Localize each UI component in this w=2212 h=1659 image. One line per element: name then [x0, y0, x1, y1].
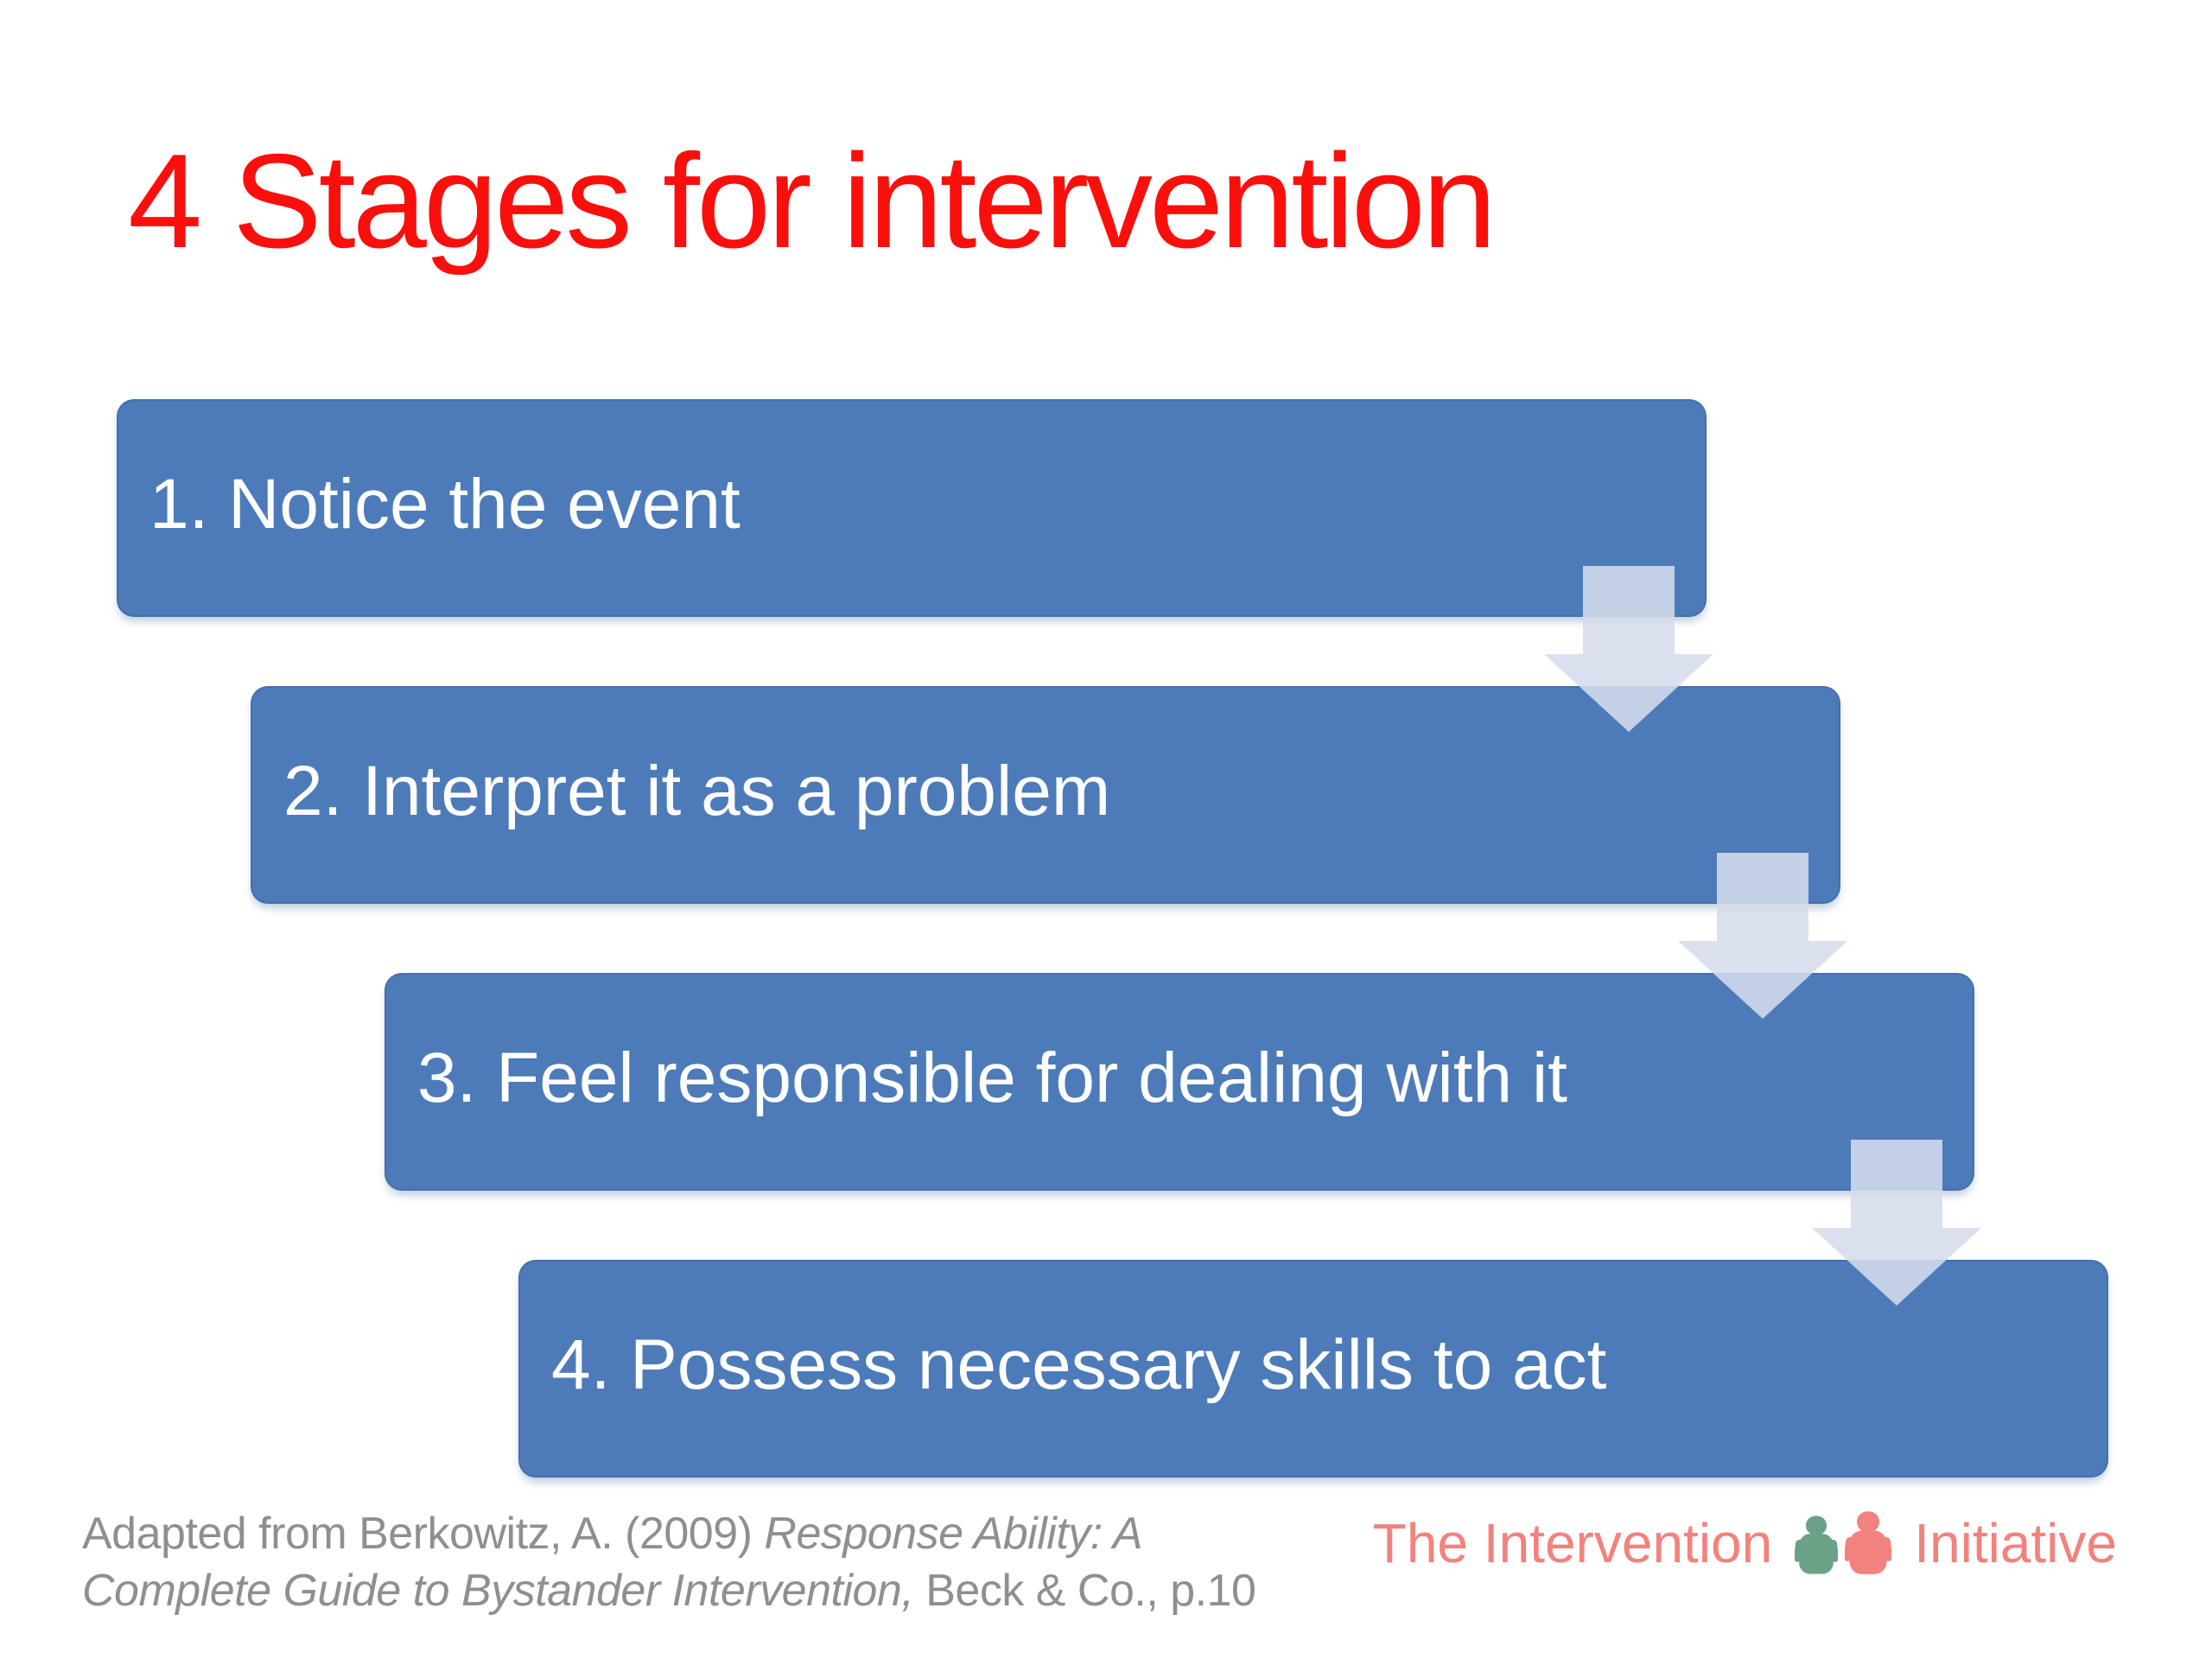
citation-text-regular: Beck & Co., p.10	[913, 1566, 1256, 1616]
citation: Adapted from Berkowitz, A. (2009) Respon…	[82, 1505, 1256, 1619]
citation-line-1: Adapted from Berkowitz, A. (2009) Respon…	[82, 1505, 1255, 1562]
down-arrow-icon	[1544, 566, 1713, 732]
down-arrow-icon	[1812, 1140, 1981, 1306]
stage-label-2: 2. Interpret it as a problem	[283, 752, 1111, 830]
stage-box-3: 3. Feel responsible for dealing with it	[385, 973, 1974, 1191]
stage-label-1: 1. Notice the event	[149, 465, 741, 543]
person-red-icon	[1845, 1510, 1892, 1574]
stage-box-1: 1. Notice the event	[117, 399, 1707, 617]
stage-label-3: 3. Feel responsible for dealing with it	[417, 1039, 1567, 1117]
logo-text-suffix: Initiative	[1914, 1512, 2117, 1574]
citation-text-italic: Response Ability: A	[764, 1509, 1142, 1559]
citation-text-italic: Complete Guide to Bystander Intervention…	[82, 1566, 914, 1616]
citation-line-2: Complete Guide to Bystander Intervention…	[82, 1562, 1256, 1619]
logo-text-prefix: The Intervention	[1372, 1512, 1773, 1574]
down-arrow-icon	[1678, 853, 1847, 1019]
two-people-icon	[1795, 1510, 1892, 1576]
stage-box-2: 2. Interpret it as a problem	[251, 686, 1840, 904]
citation-text-regular: Adapted from Berkowitz, A. (2009)	[82, 1509, 765, 1559]
stage-box-4: 4. Possess necessary skills to act	[518, 1260, 2108, 1478]
stage-label-4: 4. Possess necessary skills to act	[551, 1325, 1607, 1404]
person-green-icon	[1795, 1515, 1839, 1574]
page-title: 4 Stages for intervention	[128, 126, 1497, 276]
logo: The Intervention Initiative	[1373, 1507, 2117, 1580]
